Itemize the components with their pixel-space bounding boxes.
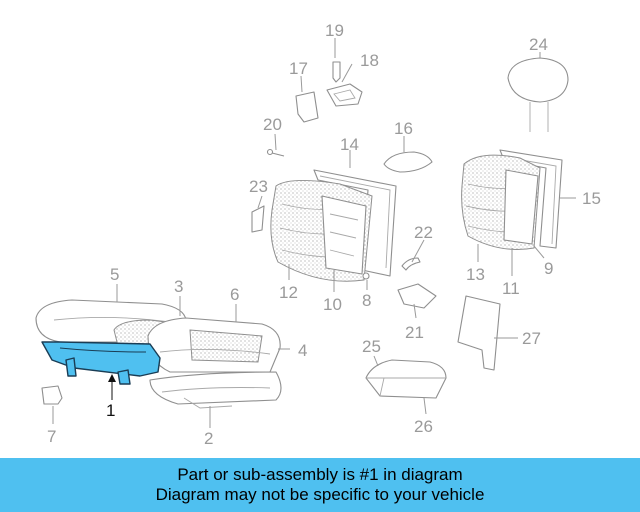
callout-21: 21 bbox=[405, 323, 424, 342]
left-seatback-cushion[interactable] bbox=[270, 179, 373, 282]
callout-26: 26 bbox=[414, 417, 433, 436]
seat-frame-part[interactable] bbox=[149, 371, 282, 409]
latch-cover-part[interactable] bbox=[326, 83, 363, 107]
callout-24: 24 bbox=[529, 35, 548, 54]
callout-5: 5 bbox=[110, 265, 119, 284]
callout-7: 7 bbox=[47, 427, 56, 446]
info-banner: Part or sub-assembly is #1 in diagram Di… bbox=[0, 458, 640, 512]
side-trim-panel[interactable] bbox=[457, 295, 501, 371]
callout-11: 11 bbox=[502, 279, 520, 298]
callout-27: 27 bbox=[522, 329, 541, 348]
callout-17: 17 bbox=[289, 59, 308, 78]
callout-2: 2 bbox=[204, 429, 213, 448]
callout-9: 9 bbox=[544, 259, 553, 278]
callout-15: 15 bbox=[582, 189, 601, 208]
headrest-part[interactable] bbox=[507, 57, 569, 132]
striker-part[interactable] bbox=[397, 283, 437, 309]
banner-line-1: Part or sub-assembly is #1 in diagram bbox=[177, 465, 463, 484]
seatback-bolt[interactable] bbox=[362, 272, 370, 280]
callout-8: 8 bbox=[362, 291, 371, 310]
right-seat-cushion[interactable] bbox=[147, 317, 281, 373]
bolt-part[interactable] bbox=[266, 148, 285, 157]
callout-20: 20 bbox=[263, 115, 282, 134]
right-seatback-cushion[interactable] bbox=[461, 154, 541, 250]
callout-23: 23 bbox=[249, 177, 268, 196]
callout-1: 1 bbox=[106, 401, 115, 420]
callout-19: 19 bbox=[325, 21, 344, 40]
callout-22: 22 bbox=[414, 223, 433, 242]
callout-12: 12 bbox=[279, 283, 298, 302]
callout-14: 14 bbox=[340, 135, 359, 154]
hook-part[interactable] bbox=[401, 257, 421, 271]
callout-18: 18 bbox=[360, 51, 379, 70]
lock-bracket-part[interactable] bbox=[295, 91, 319, 123]
clip-part[interactable] bbox=[41, 385, 63, 405]
armrest-part[interactable] bbox=[365, 359, 447, 399]
latch-part[interactable] bbox=[332, 61, 341, 83]
callout-3: 3 bbox=[174, 277, 183, 296]
callout-13: 13 bbox=[466, 265, 485, 284]
parts-diagram: 1 2 3 4 5 6 7 8 9 10 11 12 13 14 15 16 1… bbox=[35, 21, 601, 448]
callout-25: 25 bbox=[362, 337, 381, 356]
hinge-bracket-part[interactable] bbox=[251, 205, 265, 233]
callout-labels: 1 2 3 4 5 6 7 8 9 10 11 12 13 14 15 16 1… bbox=[47, 21, 601, 448]
callout-10: 10 bbox=[323, 295, 342, 314]
callout-6: 6 bbox=[230, 285, 239, 304]
bezel-part[interactable] bbox=[383, 151, 433, 173]
highlighted-seat-pan[interactable] bbox=[41, 341, 161, 385]
banner-line-2: Diagram may not be specific to your vehi… bbox=[155, 485, 485, 504]
callout-16: 16 bbox=[394, 119, 413, 138]
leader-lines bbox=[52, 38, 576, 428]
callout-4: 4 bbox=[298, 341, 307, 360]
